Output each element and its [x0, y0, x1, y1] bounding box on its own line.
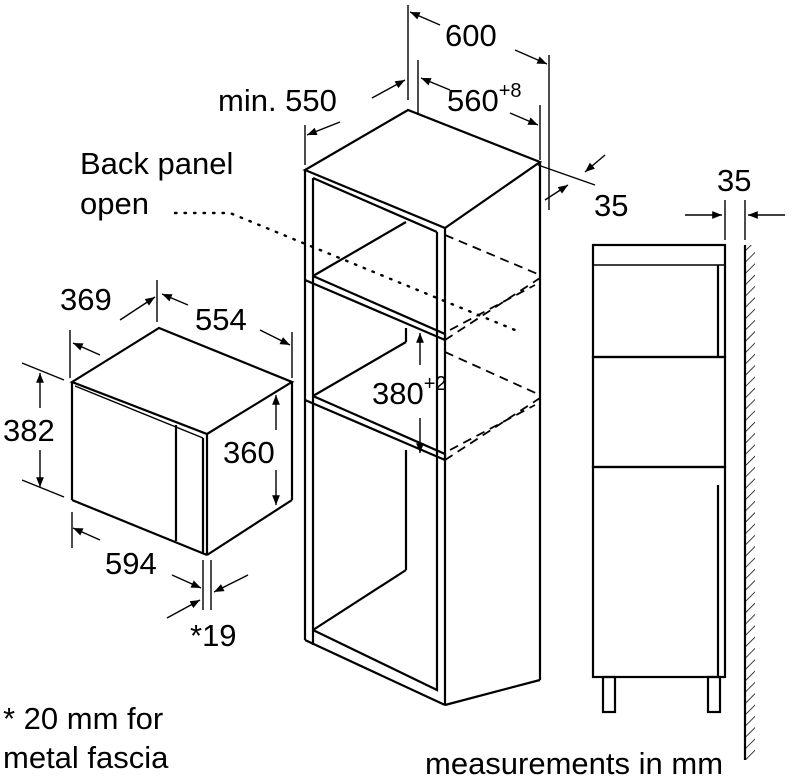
appliance-body-height-label: 360	[223, 435, 275, 470]
appliance-height-label: 382	[3, 413, 55, 448]
side-offset-label: 35	[594, 188, 629, 223]
fascia-note-line1: * 20 mm for	[3, 701, 164, 736]
cabinet-depth-label: min. 550	[218, 83, 337, 118]
appliance-depth-label: 369	[60, 282, 112, 317]
microwave-appliance	[69, 326, 295, 557]
back-panel-note-line1: Back panel	[80, 146, 234, 181]
microwave-dimension-lines	[21, 280, 293, 619]
cabinet-width-label: 600	[445, 18, 497, 53]
niche-width-value: 560	[447, 83, 499, 118]
back-panel-note-line2: open	[80, 186, 149, 221]
fascia-note-line2: metal fascia	[3, 740, 169, 775]
units-note: measurements in mm	[425, 746, 724, 781]
side-view-gap-label: 35	[717, 163, 752, 198]
niche-height-tolerance: +2	[423, 373, 447, 395]
fascia-thickness-label: *19	[190, 618, 237, 653]
niche-height-value: 380	[372, 376, 424, 411]
niche-width-label: 560+8	[447, 81, 522, 118]
niche-height-label: 380+2	[372, 374, 447, 411]
side-view	[591, 200, 785, 760]
cabinet-dimension-lines	[304, 5, 606, 453]
appliance-width-label: 594	[105, 546, 157, 581]
appliance-side-depth-label: 554	[195, 302, 247, 337]
niche-width-tolerance: +8	[498, 80, 522, 102]
tall-cabinet	[173, 108, 543, 707]
